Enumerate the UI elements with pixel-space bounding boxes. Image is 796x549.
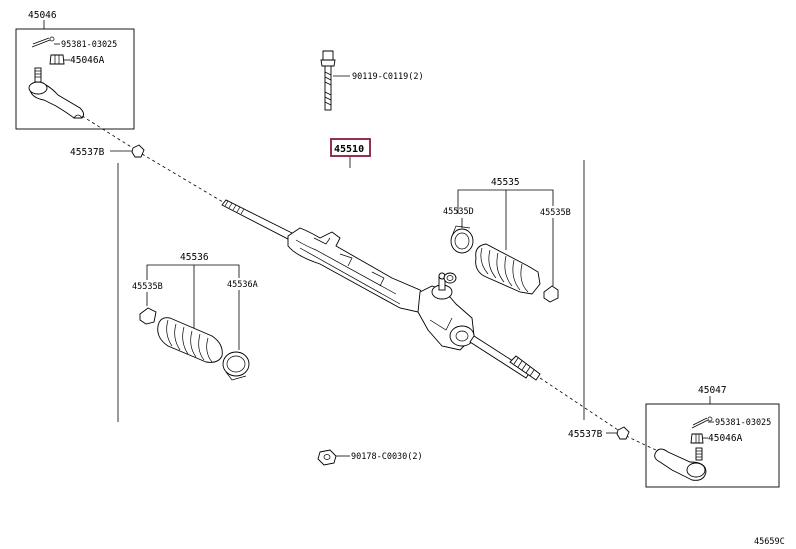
label-45046A-left[interactable]: 45046A <box>70 55 105 66</box>
left-rack-boot-icon <box>157 317 223 363</box>
right-castle-nut-icon <box>690 433 704 444</box>
label-45535[interactable]: 45535 <box>491 177 520 188</box>
label-45510[interactable]: 45510 <box>334 144 364 155</box>
right-rack-boot-icon <box>475 243 541 295</box>
right-tie-rod-end-icon <box>654 447 707 481</box>
label-95381-03025-right[interactable]: 95381-03025 <box>715 418 771 428</box>
left-tie-rod-box <box>15 28 135 130</box>
mounting-bolt-group[interactable]: 90119-C0119(2) <box>320 50 424 111</box>
main-gear-label-group[interactable]: 45510 <box>330 138 371 168</box>
left-boot-clamp-large-icon <box>222 351 250 381</box>
cotter-pin-icon <box>31 36 55 48</box>
label-45536[interactable]: 45536 <box>180 252 209 263</box>
axis-line-left <box>81 115 137 151</box>
label-95381-03025-left[interactable]: 95381-03025 <box>61 40 117 50</box>
right-rack-end-group[interactable]: 45537B <box>568 426 630 440</box>
left-boot-clamp-small-icon <box>139 307 157 325</box>
left-tie-rod-end-group[interactable]: 45046 95381-03025 45046A <box>15 10 135 130</box>
boot-clamp-small-icon <box>543 285 559 303</box>
page-code: 45659C <box>754 537 785 547</box>
right-rack-end-washer-icon <box>616 426 630 440</box>
label-45535D[interactable]: 45535D <box>443 207 474 217</box>
right-tie-rod-box <box>645 403 780 488</box>
rack-end-washer-icon <box>131 144 145 158</box>
left-tie-rod-end-icon <box>28 67 85 119</box>
axis-line-left-2 <box>141 153 229 206</box>
axis-line-right-2 <box>625 435 661 453</box>
label-90119-C0119[interactable]: 90119-C0119(2) <box>352 72 424 82</box>
label-45537B-right[interactable]: 45537B <box>568 429 603 440</box>
label-45046A-right[interactable]: 45046A <box>708 433 743 444</box>
label-45535B-right[interactable]: 45535B <box>540 208 571 218</box>
right-cotter-pin-icon <box>691 416 713 429</box>
pinion-washer-icon <box>443 272 457 284</box>
castle-nut-icon <box>49 54 65 65</box>
label-45535B-left-boot[interactable]: 45535B <box>132 282 163 292</box>
main-gear-highlight-box <box>330 138 371 157</box>
right-tie-rod-end-group[interactable]: 45047 95381-03025 45046A <box>645 385 780 488</box>
label-45046[interactable]: 45046 <box>28 10 57 21</box>
label-45537B-left[interactable]: 45537B <box>70 147 105 158</box>
left-boot-group[interactable]: 45536 45535B 45536A <box>132 252 258 381</box>
mounting-bolt-icon <box>320 50 336 111</box>
right-boot-group[interactable]: 45535 45535D 45535B <box>443 177 571 303</box>
label-45536A[interactable]: 45536A <box>227 280 258 290</box>
label-45047[interactable]: 45047 <box>698 385 727 396</box>
hex-nut-icon <box>317 449 337 466</box>
left-rack-end-group[interactable]: 45537B <box>70 144 145 158</box>
steering-rack-assembly-icon[interactable] <box>221 199 541 381</box>
boot-clamp-large-icon <box>450 225 474 254</box>
label-90178-C0030[interactable]: 90178-C0030(2) <box>351 452 423 462</box>
bottom-nut-group[interactable]: 90178-C0030(2) <box>317 449 423 466</box>
axis-line-right <box>539 377 619 431</box>
